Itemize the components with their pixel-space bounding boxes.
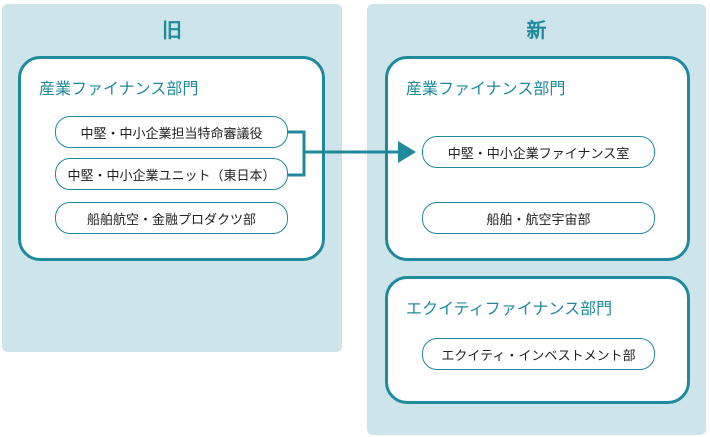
- new-panel-title: 新: [526, 18, 547, 42]
- new-unit-senpaku-uchu: 船舶・航空宇宙部: [422, 202, 655, 234]
- old-unit-senpaku-kinyu: 船舶航空・金融プロダクツ部: [55, 202, 288, 234]
- new-dept-title-industrial: 産業ファイナンス部門: [406, 79, 566, 98]
- old-unit-chuken-higashinihon: 中堅・中小企業ユニット（東日本）: [55, 158, 288, 190]
- old-panel-title: 旧: [162, 18, 182, 42]
- new-unit-chuken-finance: 中堅・中小企業ファイナンス室: [422, 136, 655, 168]
- new-unit-equity-investment: エクイティ・インベストメント部: [422, 338, 655, 370]
- bracket-line: [288, 130, 400, 177]
- old-dept-title: 産業ファイナンス部門: [39, 79, 199, 98]
- new-dept-title-equity: エクイティファイナンス部門: [406, 299, 613, 318]
- arrow-head: [398, 141, 416, 163]
- old-unit-chuken-shinmei: 中堅・中小企業担当特命審議役: [55, 116, 288, 148]
